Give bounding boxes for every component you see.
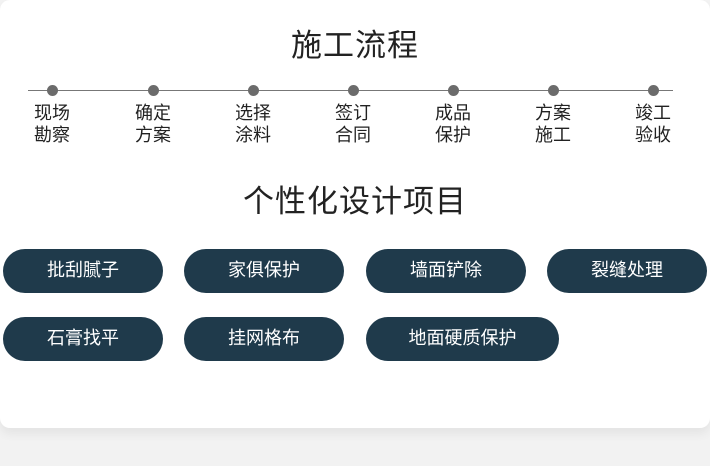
step-label-line2: 保护 <box>435 125 471 146</box>
step-label: 选择 涂料 <box>213 103 293 147</box>
timeline-step-7: 竣工 验收 <box>613 85 693 147</box>
timeline-step-3: 选择 涂料 <box>213 85 293 147</box>
timeline-dot <box>46 85 58 96</box>
step-label: 确定 方案 <box>113 103 193 147</box>
step-label-line1: 选择 <box>235 103 271 124</box>
step-label-line1: 现场 <box>34 103 70 124</box>
timeline-step-2: 确定 方案 <box>113 85 193 147</box>
step-label-line1: 签订 <box>335 103 371 124</box>
content-card: 施工流程 现场 勘察 确定 方案 选择 涂料 签订 合同 成品 保护 <box>0 0 710 428</box>
timeline-dot <box>347 85 359 96</box>
tag-button-furniture-protection[interactable]: 家俱保护 <box>184 249 344 293</box>
tag-button-wall-removal[interactable]: 墙面铲除 <box>366 249 526 293</box>
step-label-line2: 方案 <box>135 125 171 146</box>
timeline-step-4: 签订 合同 <box>313 85 393 147</box>
step-label-line1: 确定 <box>135 103 171 124</box>
timeline-step-1: 现场 勘察 <box>12 85 92 147</box>
step-label-line2: 合同 <box>335 125 371 146</box>
timeline-step-6: 方案 施工 <box>513 85 593 147</box>
timeline-dot <box>247 85 259 96</box>
step-label-line1: 方案 <box>535 103 571 124</box>
step-label: 方案 施工 <box>513 103 593 147</box>
tag-button-gypsum-leveling[interactable]: 石膏找平 <box>3 317 163 361</box>
timeline-dot <box>647 85 659 96</box>
step-label-line2: 涂料 <box>235 125 271 146</box>
timeline-dot <box>147 85 159 96</box>
step-label: 现场 勘察 <box>12 103 92 147</box>
timeline-dot <box>447 85 459 96</box>
tag-button-putty[interactable]: 批刮腻子 <box>3 249 163 293</box>
timeline-dot <box>547 85 559 96</box>
step-label: 成品 保护 <box>413 103 493 147</box>
step-label-line1: 成品 <box>435 103 471 124</box>
step-label-line2: 勘察 <box>34 125 70 146</box>
tag-button-crack-repair[interactable]: 裂缝处理 <box>547 249 707 293</box>
step-label: 竣工 验收 <box>613 103 693 147</box>
tag-button-mesh-cloth[interactable]: 挂网格布 <box>184 317 344 361</box>
step-label-line2: 施工 <box>535 125 571 146</box>
timeline-step-5: 成品 保护 <box>413 85 493 147</box>
process-title: 施工流程 <box>291 28 419 64</box>
custom-design-title: 个性化设计项目 <box>243 184 467 220</box>
step-label: 签订 合同 <box>313 103 393 147</box>
tag-button-floor-protection[interactable]: 地面硬质保护 <box>366 317 559 361</box>
step-label-line2: 验收 <box>635 125 671 146</box>
step-label-line1: 竣工 <box>635 103 671 124</box>
